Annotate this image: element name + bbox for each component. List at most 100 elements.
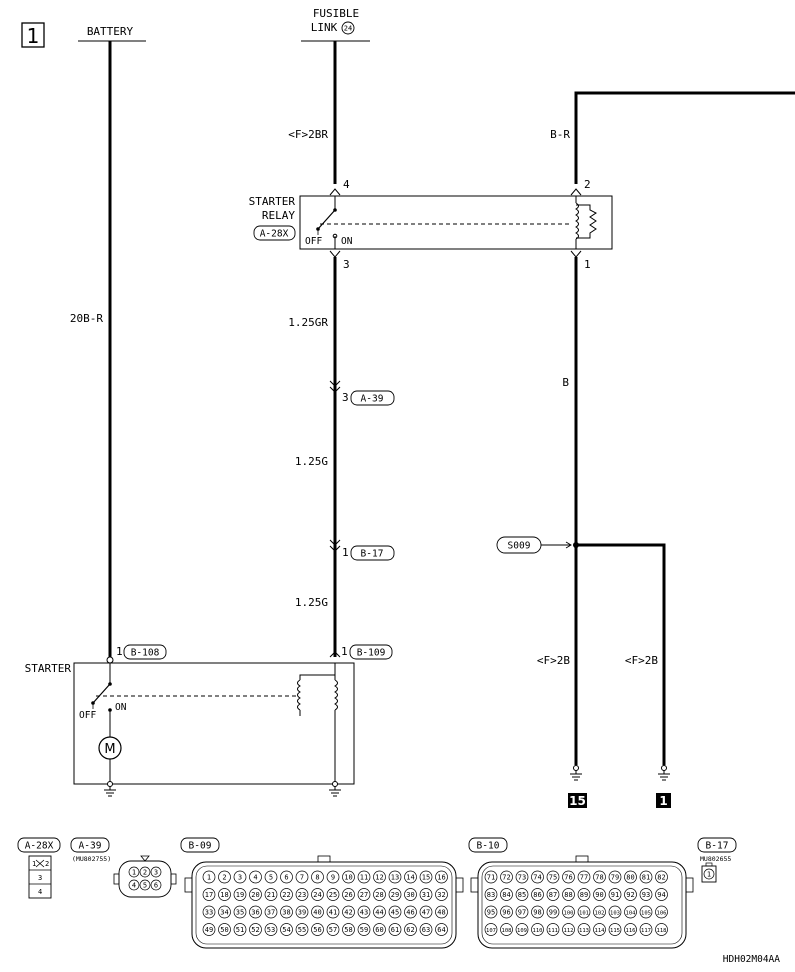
b09-pins-pin-number: 21 bbox=[267, 891, 275, 899]
a28x-pin-1: 1 bbox=[32, 860, 36, 868]
b10-pins-pin-circle bbox=[655, 923, 668, 936]
starter-relay-box bbox=[299, 195, 613, 250]
b10-pins-pin-number: 91 bbox=[611, 891, 619, 899]
relay-pin-1: 1 bbox=[584, 258, 591, 271]
relay-coil bbox=[575, 202, 579, 240]
b09-pins-pin-circle bbox=[342, 905, 355, 919]
b09-pins-pin-circle bbox=[404, 870, 417, 884]
b10-pins-pin-circle bbox=[500, 870, 513, 884]
b09-pins-pin-number: 43 bbox=[360, 908, 368, 916]
b10-pins-pin-number: 108 bbox=[502, 928, 512, 934]
b10-pins-pin-circle bbox=[608, 923, 622, 936]
b09-pins-pin-number: 14 bbox=[406, 873, 414, 881]
diagram-code: HDH02M04AA bbox=[723, 954, 780, 965]
battery-label: BATTERY bbox=[87, 25, 134, 38]
b09-pins-pin-circle bbox=[342, 923, 355, 936]
b09-pins-pin-circle bbox=[280, 905, 293, 919]
b10-pins-pin-number: 100 bbox=[564, 910, 574, 916]
b10-pins-pin-number: 84 bbox=[502, 891, 510, 899]
b10-pins-pin-number: 112 bbox=[564, 928, 574, 934]
b10-pins-pin-circle bbox=[577, 923, 591, 936]
b09-pins-pin-circle bbox=[264, 870, 278, 884]
legend-b17-part: MU802655 bbox=[700, 855, 731, 863]
b10-pins-pin-circle bbox=[593, 923, 606, 936]
b09-pins-pin-number: 41 bbox=[329, 908, 337, 916]
b09-pins-pin-number: 56 bbox=[313, 926, 321, 934]
coil-feed-wire-label: B-R bbox=[550, 128, 570, 141]
b09-pins-pin-number: 46 bbox=[406, 908, 414, 916]
b09-pins-pin-circle bbox=[280, 888, 293, 901]
b10-pins-pin-number: 116 bbox=[626, 928, 636, 934]
b09-pins-pin-number: 34 bbox=[220, 908, 228, 916]
b09-pins-pin-circle bbox=[357, 923, 371, 936]
b09-pins-pin-number: 4 bbox=[253, 873, 257, 881]
b09-pins-pin-number: 23 bbox=[298, 891, 306, 899]
b10-pins-pin-number: 104 bbox=[626, 910, 637, 916]
b10-pins-pin-number: 99 bbox=[549, 908, 557, 916]
b09-pins-pin-number: 26 bbox=[344, 891, 352, 899]
connector-a28x: 1 2 3 4 bbox=[28, 855, 52, 899]
b09-pins-pin-number: 12 bbox=[375, 873, 383, 881]
relay-switch-blade bbox=[317, 209, 336, 230]
b10-pins-pin-circle bbox=[484, 888, 498, 901]
b10-pins-pin-circle bbox=[546, 888, 560, 901]
b10-pins-pin-number: 80 bbox=[626, 873, 634, 881]
relay-off-label: OFF bbox=[305, 236, 322, 247]
starter-coil-lead bbox=[299, 663, 336, 680]
b10-pins-pin-circle bbox=[608, 888, 622, 901]
b10-pins-pin-circle bbox=[484, 923, 498, 936]
b09-pins-pin-number: 50 bbox=[220, 926, 228, 934]
b09-pins-pin-circle bbox=[326, 923, 340, 936]
b09-pins-pin-number: 44 bbox=[375, 908, 383, 916]
b09-pins-pin-circle bbox=[249, 888, 262, 901]
b10-pins-pin-number: 81 bbox=[642, 873, 650, 881]
b09-pins-pin-number: 47 bbox=[422, 908, 430, 916]
b10-pins-pin-circle bbox=[515, 905, 529, 919]
b09-pins-pin-circle bbox=[202, 870, 216, 884]
b10-pins-pin-number: 105 bbox=[641, 910, 651, 916]
b10-pins-pin-circle bbox=[608, 905, 622, 919]
b09-pins-pin-circle bbox=[388, 905, 402, 919]
b10-pins-pin-number: 87 bbox=[549, 891, 557, 899]
b09-pins-pin-circle bbox=[218, 905, 231, 919]
b10-pins-pin-circle bbox=[639, 870, 653, 884]
a39-pin-4: 4 bbox=[132, 882, 136, 890]
b09-pins-pin-number: 13 bbox=[391, 873, 399, 881]
page-number: 1 bbox=[27, 24, 40, 48]
b109-arrow bbox=[329, 651, 341, 658]
b09-pins-pin-circle bbox=[357, 870, 371, 884]
b10-pins-pin-number: 93 bbox=[642, 891, 650, 899]
b09-pins-pin-circle bbox=[264, 888, 278, 901]
b10-pins-pin-number: 78 bbox=[595, 873, 603, 881]
b09-pins-pin-circle bbox=[233, 923, 247, 936]
a39-pin-3: 3 bbox=[154, 869, 158, 877]
b09-pins-pin-circle bbox=[233, 905, 247, 919]
b09-pins-pin-number: 62 bbox=[406, 926, 414, 934]
b10-pins-pin-number: 82 bbox=[657, 873, 665, 881]
b09-pins-pin-number: 61 bbox=[391, 926, 399, 934]
b09-pins-pin-number: 10 bbox=[344, 873, 352, 881]
b10-pins-pin-circle bbox=[484, 905, 498, 919]
relay-pin-3: 3 bbox=[343, 258, 350, 271]
b09-pins-pin-circle bbox=[295, 923, 309, 936]
b09-pins-pin-number: 33 bbox=[205, 908, 213, 916]
b10-pins-pin-number: 94 bbox=[657, 891, 665, 899]
b09-pins-pin-circle bbox=[311, 870, 324, 884]
b09-pins-pin-number: 63 bbox=[422, 926, 430, 934]
ground-terminal-1 bbox=[661, 765, 667, 771]
b09-pins-pin-number: 28 bbox=[375, 891, 383, 899]
b10-pins-pin-circle bbox=[531, 905, 544, 919]
fusible-link-label-1: FUSIBLE bbox=[313, 7, 359, 20]
b09-pins-pin-circle bbox=[435, 888, 448, 901]
b09-pins-pin-number: 11 bbox=[360, 873, 368, 881]
ground-wire-1-label: <F>2B bbox=[537, 654, 570, 667]
b09-pins-pin-circle bbox=[373, 870, 386, 884]
b09-pins-pin-circle bbox=[342, 870, 355, 884]
starter-box bbox=[73, 662, 355, 785]
battery-wire-label: 20B-R bbox=[70, 312, 103, 325]
b10-pins-pin-circle bbox=[639, 923, 653, 936]
legend-b10-box bbox=[468, 837, 508, 853]
ground-15-number: 15 bbox=[569, 794, 586, 808]
